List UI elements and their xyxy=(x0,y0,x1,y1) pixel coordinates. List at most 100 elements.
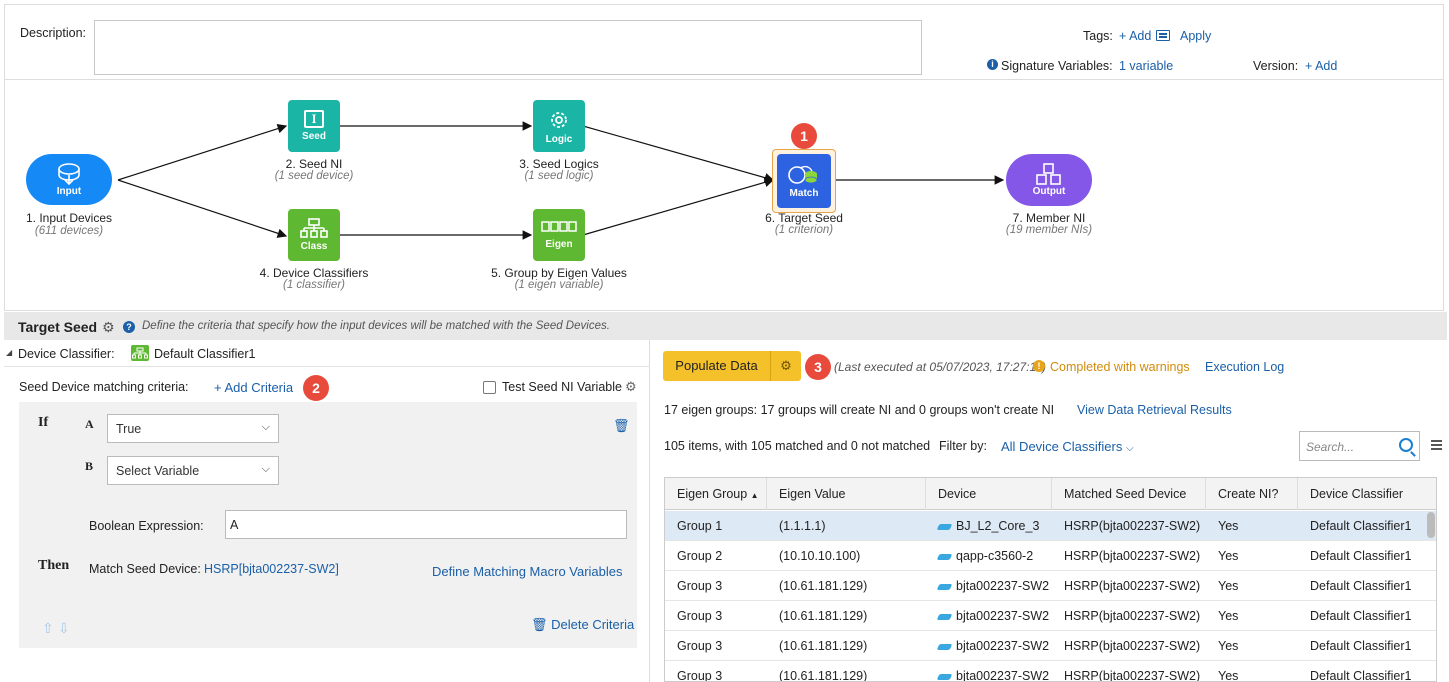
match-seed-link[interactable]: HSRP[bjta002237-SW2] xyxy=(204,562,339,576)
switch-icon xyxy=(936,523,953,530)
column-header-create-ni[interactable]: Create NI? xyxy=(1206,478,1298,510)
device-classifier-cell: Default Classifier1 xyxy=(1310,669,1412,682)
eigen-group-cell: Group 1 xyxy=(677,519,723,533)
execution-log-link[interactable]: Execution Log xyxy=(1205,360,1285,374)
gear-icon[interactable]: ⚙ xyxy=(102,319,115,335)
scrollbar[interactable] xyxy=(1427,512,1435,538)
output-node-label: 7. Member NI xyxy=(1012,211,1086,225)
move-up-icon[interactable]: ⇧ xyxy=(42,620,54,636)
operand-b-select[interactable]: Select Variable ⌵ xyxy=(107,456,279,485)
trash-icon[interactable]: 🗑 xyxy=(613,418,630,433)
status-text: Completed with warnings xyxy=(1050,360,1190,374)
device-classifier-row[interactable]: ◢ Device Classifier: Default Classifier1 xyxy=(4,340,650,367)
chevron-down-icon: ⌵ xyxy=(1126,443,1134,454)
tag-list-icon[interactable] xyxy=(1156,30,1170,41)
input-node[interactable]: Input xyxy=(26,154,112,205)
help-icon[interactable]: ? xyxy=(123,321,135,333)
signature-variables-link[interactable]: 1 variable xyxy=(1119,59,1174,73)
test-seed-label: Test Seed NI Variable xyxy=(502,380,622,394)
tags-add-link[interactable]: + Add xyxy=(1119,29,1152,43)
switch-icon xyxy=(936,553,953,560)
operand-a-select[interactable]: True ⌵ xyxy=(107,414,279,443)
device-link[interactable]: BJ_L2_Core_3 xyxy=(956,519,1040,533)
column-header-device-classifier[interactable]: Device Classifier xyxy=(1310,487,1404,501)
boolean-expression-label: Boolean Expression: xyxy=(89,519,204,533)
menu-icon[interactable] xyxy=(1431,440,1442,450)
column-header-eigen-value[interactable]: Eigen Value xyxy=(767,478,926,510)
chevron-down-icon: ⌵ xyxy=(261,421,270,433)
filter-dropdown[interactable]: All Device Classifiers ⌵ xyxy=(1001,439,1134,454)
output-node[interactable]: Output xyxy=(1006,154,1092,206)
boolean-expression-input[interactable]: A xyxy=(225,510,627,539)
device-link[interactable]: bjta002237-SW2 xyxy=(956,669,1050,682)
logic-node[interactable]: Logic xyxy=(533,100,585,152)
gear-icon[interactable]: ⚙ xyxy=(625,379,637,394)
device-classifier-cell: Default Classifier1 xyxy=(1310,519,1412,533)
create-ni-cell: Yes xyxy=(1218,609,1239,623)
output-node-text: Output xyxy=(1032,186,1066,197)
match-node[interactable]: Match xyxy=(777,154,831,208)
create-ni-cell: Yes xyxy=(1218,579,1239,593)
input-node-label: 1. Input Devices xyxy=(25,211,113,225)
classifier-icon xyxy=(131,345,149,361)
matching-criteria-label: Seed Device matching criteria: xyxy=(19,380,189,394)
define-macro-link[interactable]: Define Matching Macro Variables xyxy=(432,564,623,579)
switch-icon xyxy=(936,583,953,590)
class-node[interactable]: Class xyxy=(288,209,340,261)
create-ni-cell: Yes xyxy=(1218,549,1239,563)
add-criteria-button[interactable]: + Add Criteria xyxy=(214,380,294,395)
section-title: Target Seed xyxy=(18,319,98,335)
eigen-value-cell: (10.61.181.129) xyxy=(779,669,868,682)
then-keyword: Then xyxy=(38,558,70,573)
eigen-group-cell: Group 3 xyxy=(677,579,723,593)
flow-diagram: Input 1. Input Devices (611 devices) I S… xyxy=(4,79,1444,311)
switch-icon xyxy=(936,613,953,620)
class-node-text: Class xyxy=(300,241,328,252)
delete-criteria-button[interactable]: 🗑 Delete Criteria xyxy=(531,617,635,632)
device-link[interactable]: bjta002237-SW2 xyxy=(956,579,1050,593)
version-add-link[interactable]: + Add xyxy=(1305,59,1338,73)
eigen-node[interactable]: Eigen xyxy=(533,209,585,261)
seed-node[interactable]: I Seed xyxy=(288,100,340,152)
matched-seed-cell: HSRP(bjta002237-SW2) xyxy=(1064,549,1201,563)
match-seed-label: Match Seed Device: xyxy=(89,562,201,576)
search-input[interactable]: Search... xyxy=(1299,431,1420,461)
populate-data-button[interactable]: Populate Data ⚙ xyxy=(663,351,801,381)
logic-node-label: 3. Seed Logics xyxy=(519,157,599,171)
column-header-eigen-group[interactable]: Eigen Group ▲ xyxy=(665,478,767,510)
matched-seed-cell: HSRP(bjta002237-SW2) xyxy=(1064,669,1201,682)
results-panel: Populate Data ⚙ (Last executed at 05/07/… xyxy=(651,340,1449,682)
description-input[interactable] xyxy=(94,20,922,75)
device-link[interactable]: qapp-c3560-2 xyxy=(956,549,1034,563)
criteria-card: If A True ⌵ 🗑 B Select Variable ⌵ Boolea… xyxy=(19,402,637,648)
search-icon[interactable] xyxy=(1399,438,1413,452)
properties-area: Description: Tags: + Add Apply i Signatu… xyxy=(4,4,1444,79)
move-down-icon[interactable]: ⇩ xyxy=(58,620,70,636)
test-seed-checkbox[interactable] xyxy=(483,381,496,394)
device-link[interactable]: bjta002237-SW2 xyxy=(956,639,1050,653)
match-node-text: Match xyxy=(789,187,819,199)
gear-icon xyxy=(551,111,567,128)
tags-apply-link[interactable]: Apply xyxy=(1180,29,1212,43)
eigen-value-cell: (10.61.181.129) xyxy=(779,639,868,653)
collapse-caret-icon[interactable]: ◢ xyxy=(6,348,13,357)
input-node-sub: (611 devices) xyxy=(34,225,104,237)
view-results-link[interactable]: View Data Retrieval Results xyxy=(1077,403,1232,417)
populate-data-label: Populate Data xyxy=(663,351,771,381)
column-header-device[interactable]: Device xyxy=(926,478,1052,510)
class-node-sub: (1 classifier) xyxy=(283,279,345,291)
seed-node-label: 2. Seed NI xyxy=(285,157,343,171)
section-description: Define the criteria that specify how the… xyxy=(142,320,610,332)
device-cell: bjta002237-SW2 xyxy=(926,571,1049,601)
column-header-matched-seed[interactable]: Matched Seed Device xyxy=(1052,478,1206,510)
switch-icon xyxy=(936,643,953,650)
step-badge-3: 3 xyxy=(805,354,831,380)
gear-icon[interactable]: ⚙ xyxy=(780,358,792,373)
device-link[interactable]: bjta002237-SW2 xyxy=(956,609,1050,623)
